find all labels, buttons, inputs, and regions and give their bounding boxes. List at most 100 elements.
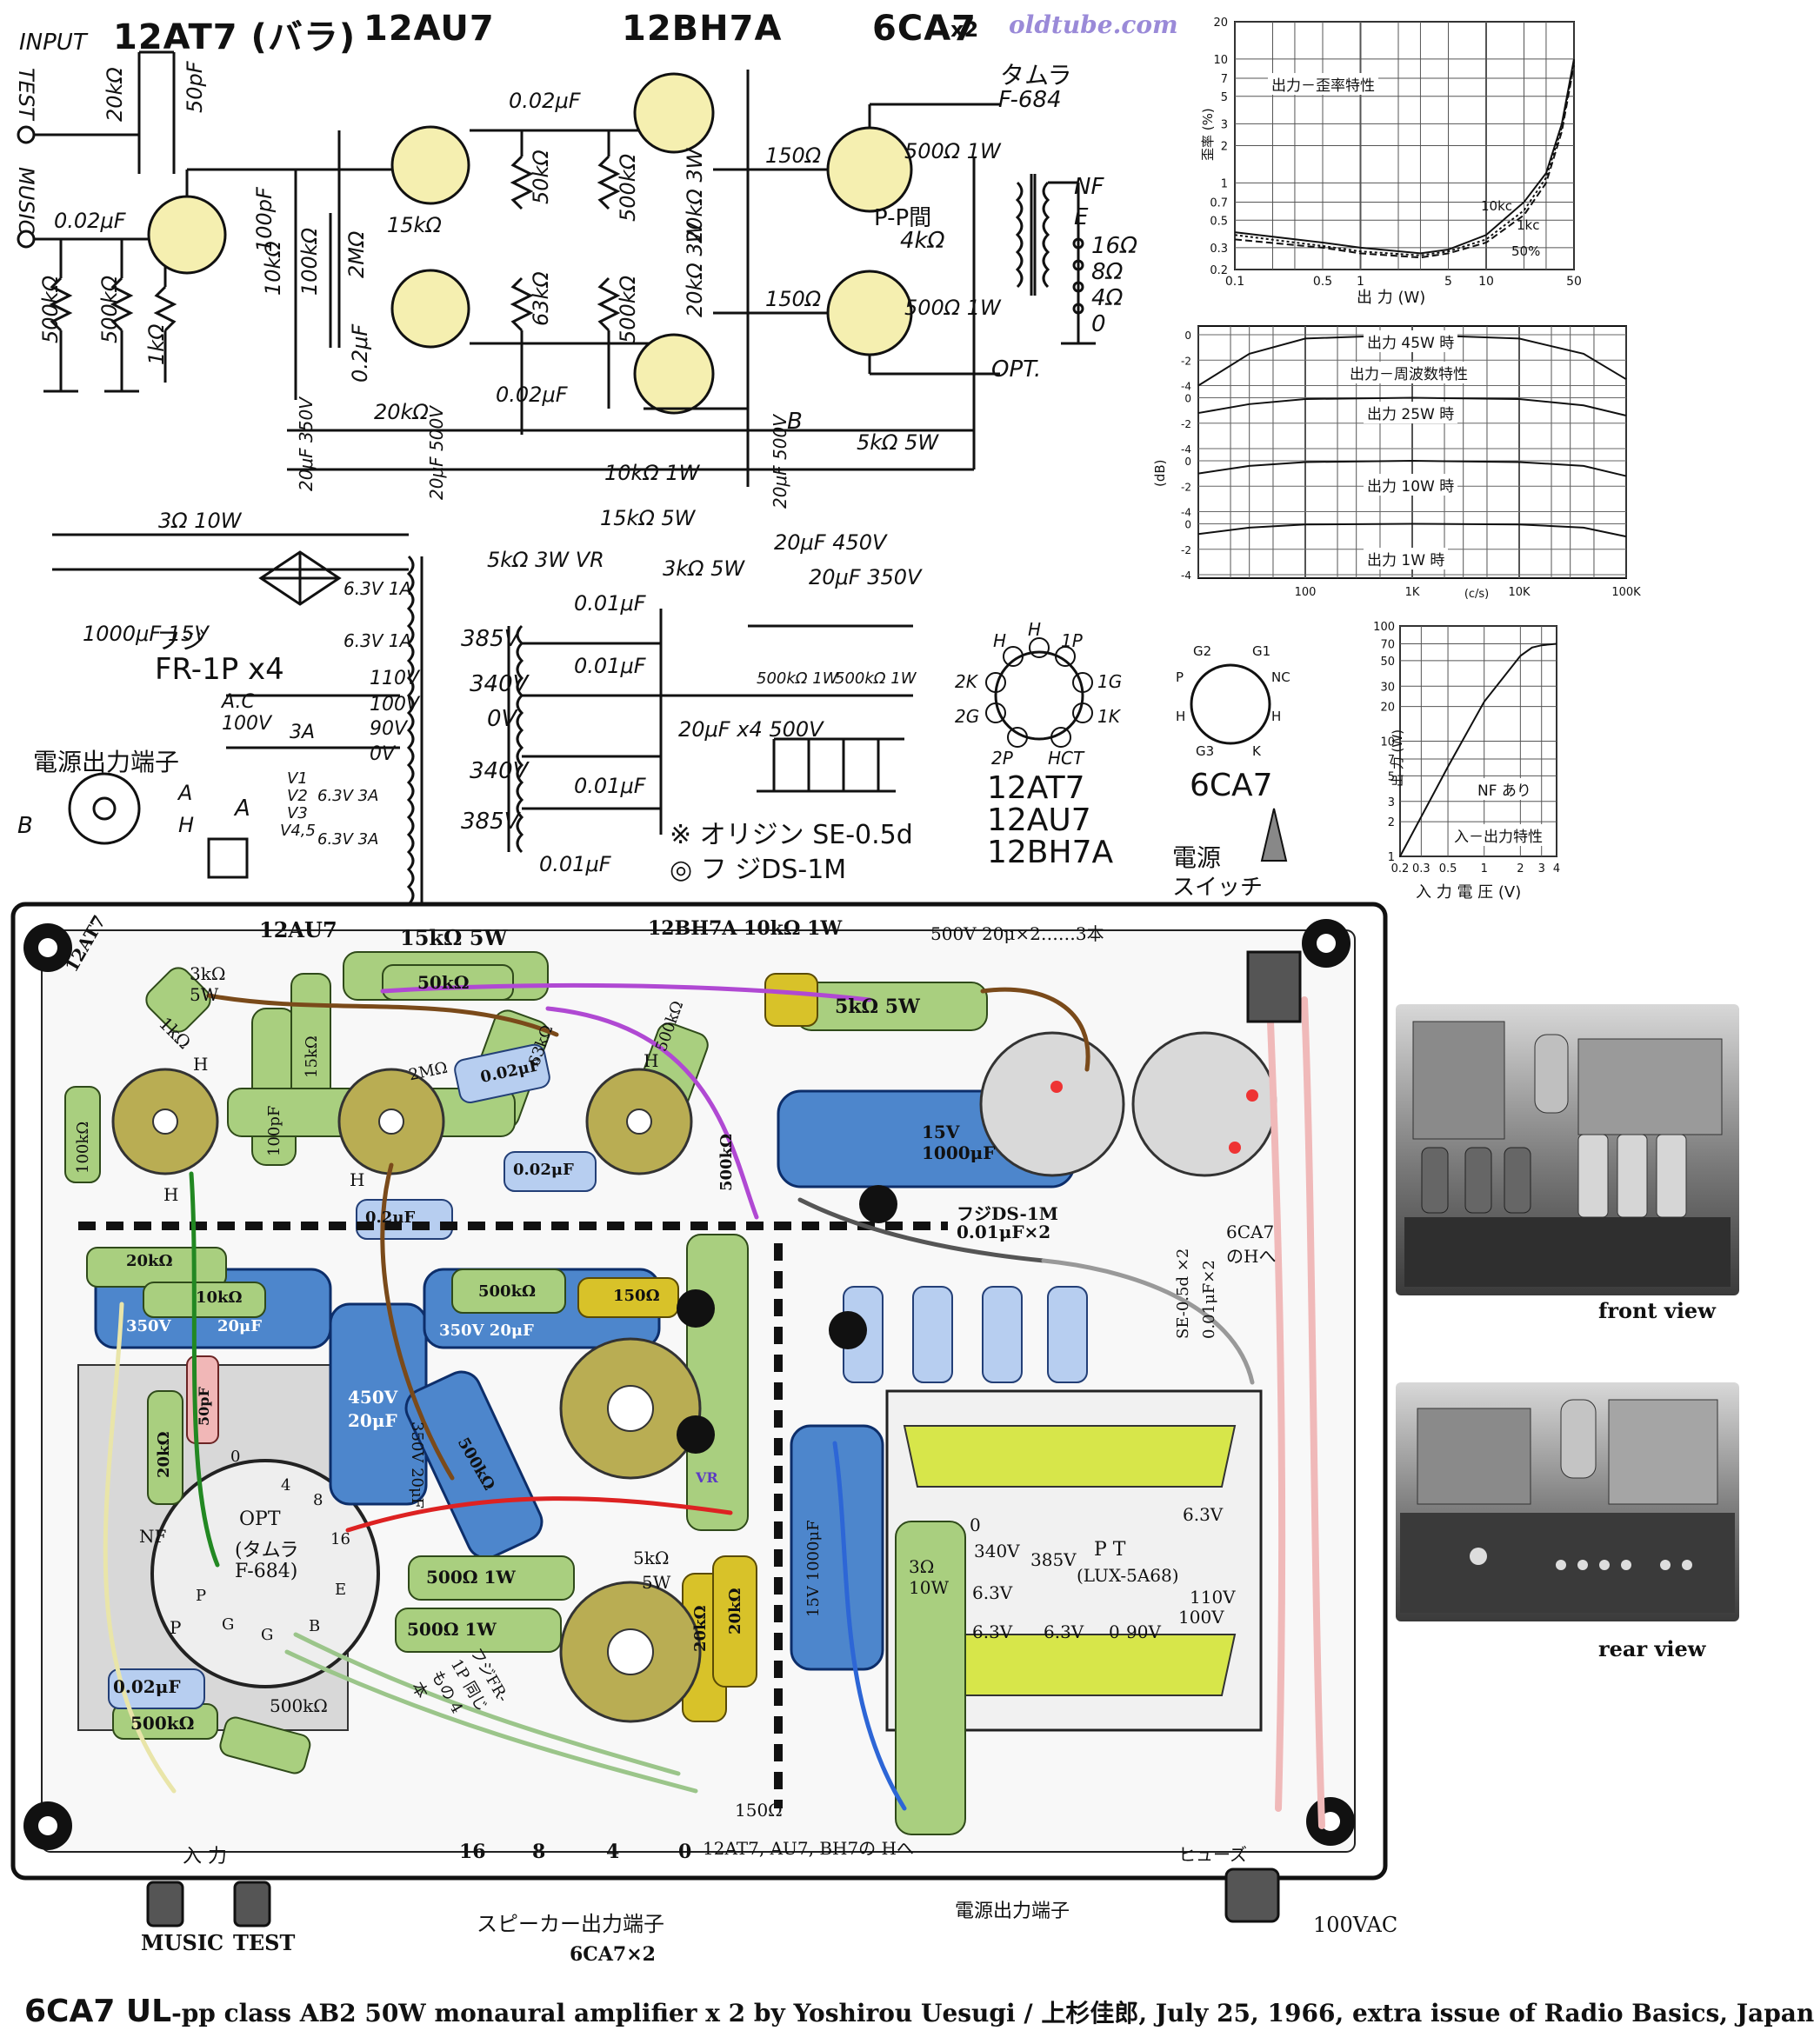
distortion-ytick: 5 (1221, 91, 1228, 104)
io-ytick: 1 (1388, 851, 1395, 864)
mid-15v1000: 15V 1000μF (804, 1520, 823, 1617)
io-ytick: 20 (1380, 702, 1395, 715)
board-part-450v: 450V (348, 1387, 398, 1408)
socket9-pin-1p: 1P (1061, 630, 1083, 651)
freq-ytick: -4 (1181, 569, 1191, 582)
distortion-series-line (1234, 61, 1575, 256)
board-part-20k: 20kΩ (126, 1252, 173, 1270)
socket9-pin-h2: H (1028, 619, 1042, 640)
board-part-350v: 350V (126, 1317, 171, 1335)
hv-cap-1: 0.01μF (574, 654, 646, 678)
part-22: 500Ω 1W (904, 139, 1001, 163)
board-top-12au7: 12AU7 (259, 917, 337, 942)
opt-board-opt: OPT (239, 1508, 281, 1530)
freq-ylabel: (dB) (1152, 459, 1168, 487)
freq-title-1w: 出力 1W 時 (1364, 548, 1449, 569)
board-part-350v20uf-b: 350V 20μF (408, 1421, 426, 1509)
freq-ytick: -4 (1181, 443, 1191, 456)
board-15k: 15kΩ (303, 1035, 321, 1078)
board-part-se05d: SE-0.5d ×2 (1174, 1248, 1192, 1339)
opt-board-4: 4 (281, 1476, 291, 1495)
pt-0: 0 (970, 1515, 981, 1535)
board-h-3: H (350, 1169, 365, 1190)
board-part-10k: 10kΩ (196, 1288, 243, 1307)
under-6ca7x2: 6CA7×2 (570, 1943, 656, 1966)
io-ytick: 3 (1388, 796, 1395, 809)
part-19: 0.02μF (496, 383, 568, 407)
bottom-0: 0 (678, 1841, 692, 1863)
board-part-002b: 0.02μF (513, 1161, 574, 1179)
freq-title-10w: 出力 10W 時 (1364, 474, 1458, 496)
part-24: 20kΩ (374, 400, 429, 424)
board-12at7: 12AT7 (61, 911, 110, 975)
board-part-5k5w: 5kΩ 5W (835, 995, 920, 1018)
distortion-xtick: 0.5 (1313, 275, 1332, 289)
freq-ytick: 0 (1184, 456, 1191, 468)
nf-label: NF (1074, 174, 1104, 200)
freq-ytick: -2 (1181, 418, 1191, 430)
figure-caption: 6CA7 UL-pp class AB2 50W monaural amplif… (24, 1994, 1814, 2029)
distortion-anno-1kc: 1kc (1517, 217, 1540, 233)
heater-v1: V1 (287, 769, 308, 788)
distortion-anno-50: 50% (1511, 243, 1541, 259)
switch-label: 電源 (1172, 843, 1222, 872)
power-out-label: 電源出力端子 (33, 748, 180, 776)
board-part-20k-b: 20kΩ (155, 1431, 173, 1478)
input-label: INPUT (19, 30, 87, 56)
board-part-350v20uf-a: 350V 20μF (439, 1322, 534, 1340)
opt-board-g2: G (261, 1626, 274, 1644)
pt-110: 110V (1190, 1587, 1236, 1608)
caption-lead: 6CA7 UL (24, 1994, 172, 2029)
opt-board-g1: G (222, 1615, 235, 1634)
mid-500-2: 500Ω 1W (407, 1619, 497, 1640)
distortion-anno-10kc: 10kc (1481, 198, 1513, 214)
distortion-ytick: 0.7 (1210, 196, 1228, 210)
mid-500-1: 500Ω 1W (426, 1567, 516, 1588)
power-tap-0: 6.3V 1A (343, 578, 412, 599)
mid-3ohm: 3Ω 10W (909, 1556, 950, 1598)
io-xtick: 0.2 (1391, 862, 1410, 876)
power-tap-6: 6.3V 3A (317, 787, 379, 805)
distortion-xtick: 50 (1566, 275, 1582, 289)
board-top-12bh7a: 12BH7A 10kΩ 1W (648, 917, 843, 940)
board-part-2m: 2MΩ (407, 1058, 450, 1085)
part-38: 3Ω 10W (158, 509, 242, 533)
io-xtick: 0.5 (1439, 862, 1457, 876)
freq-ytick: -2 (1181, 544, 1191, 556)
part-34: 20μF 350V (809, 565, 922, 589)
note-1: ※ オリジン SE-0.5d (670, 820, 913, 850)
part-30: 15kΩ 5W (600, 506, 696, 530)
pt-label: P T (1094, 1539, 1126, 1561)
hv-cap-3: 0.01μF (539, 852, 611, 876)
octal-pin-nc: NC (1271, 669, 1290, 685)
under-speaker: スピーカー出力端子 (477, 1912, 664, 1936)
opt-board-b: B (309, 1617, 321, 1635)
freq-title-45w: 出力 45W 時 (1364, 330, 1458, 352)
opt-board-0: 0 (230, 1448, 241, 1466)
mid-5w: 5W (642, 1572, 671, 1593)
io-ylabel: 出 力 (W) (1390, 729, 1405, 787)
part-20: 150Ω (765, 143, 822, 168)
io-ytick: 70 (1380, 639, 1395, 652)
distortion-ytick: 0.5 (1210, 215, 1228, 228)
io-series-line (1399, 642, 1557, 857)
tube-v2-header: 12AU7 (363, 9, 495, 49)
distortion-xtick: 0.1 (1225, 275, 1244, 289)
b-label: B (787, 409, 803, 435)
distortion-ytick: 7 (1221, 73, 1228, 86)
part-35: 500kΩ 1W (757, 669, 838, 688)
board-top-caps: 500V 20μ×2……3本 (930, 923, 1104, 944)
bottom-8: 8 (532, 1841, 546, 1863)
front-view-label: front view (1598, 1298, 1716, 1323)
freq-ytick: -4 (1181, 381, 1191, 393)
mid-20k-2: 20kΩ (726, 1588, 744, 1635)
freq-ytick: -4 (1181, 507, 1191, 519)
board-part-500k-a: 500kΩ (652, 998, 688, 1055)
io-ytick: 7 (1388, 754, 1395, 767)
opt-board-16: 16 (330, 1530, 350, 1548)
distortion-ytick: 20 (1213, 17, 1228, 30)
board-top-15k: 15kΩ 5W (400, 925, 508, 950)
hv-tap-3: 340V (470, 758, 529, 784)
opt-board-e: E (335, 1581, 347, 1599)
tube-v3-header: 12BH7A (622, 9, 783, 49)
